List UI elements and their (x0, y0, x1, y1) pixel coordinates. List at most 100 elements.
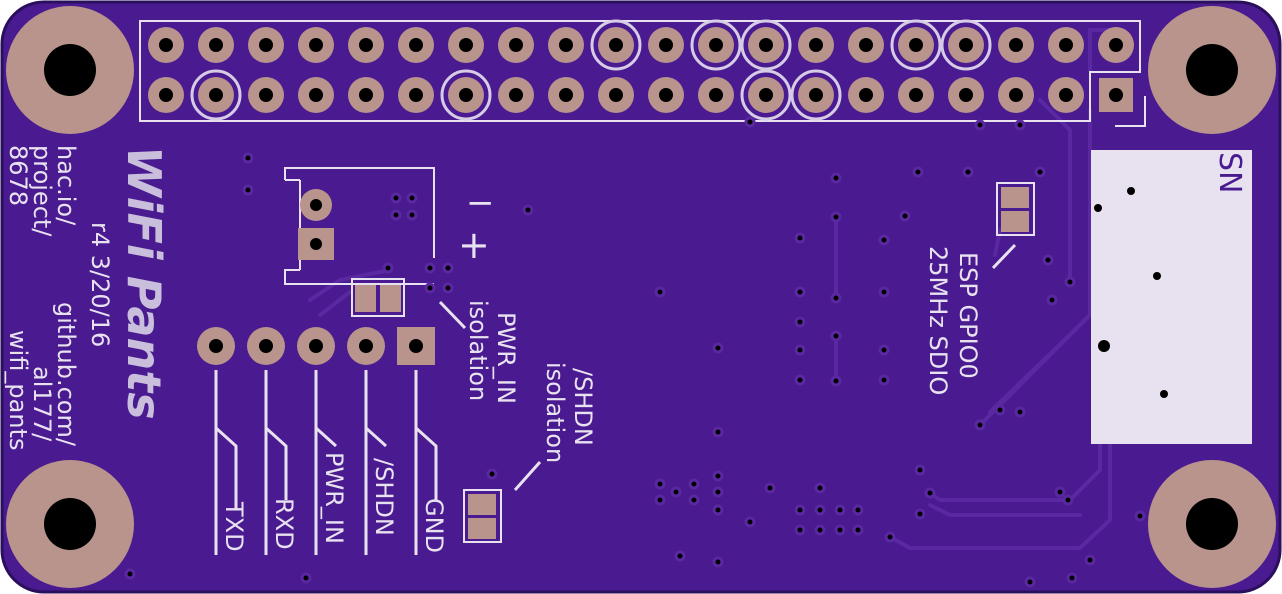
esp-line-1: ESP GPIO0 (954, 252, 982, 379)
serial-pins (197, 327, 435, 365)
via-icon (1054, 486, 1066, 498)
via-icon (878, 344, 890, 356)
pin-label-gnd: GND (420, 498, 448, 553)
mounting-hole-icon (6, 460, 134, 588)
pin1-marker (1115, 96, 1146, 127)
pin-label-txd: TXD (220, 501, 248, 552)
pin-label-shdn: /SHDN (370, 458, 398, 536)
via-field (124, 116, 1146, 588)
via-icon (852, 504, 864, 516)
via-icon (712, 556, 724, 568)
via-icon (834, 524, 846, 536)
via-icon (688, 494, 700, 506)
url-line-1: hac.io/ (52, 145, 80, 226)
via-icon (670, 486, 682, 498)
header-pin-icon (798, 27, 834, 63)
repo-line-3: wifi_pants (4, 330, 32, 450)
url-line-3: 8678 (4, 145, 32, 206)
shdn-iso-line-2: isolation (541, 362, 569, 463)
via-icon (974, 419, 986, 431)
header-pin-icon (648, 77, 684, 113)
via-icon (1066, 572, 1078, 584)
via-icon (830, 330, 842, 342)
via-icon (300, 572, 312, 584)
via-icon (794, 374, 806, 386)
esp-line-2: 25MHz SDIO (924, 246, 952, 395)
pin-label-rxd: RXD (270, 498, 298, 550)
power-connector-outline (284, 167, 435, 285)
pwr-iso-line-2: isolation (464, 300, 492, 401)
via-icon (242, 152, 254, 164)
polarity-minus: − (466, 183, 495, 223)
serial-leader-lines (214, 243, 1017, 555)
via-icon (814, 482, 826, 494)
header-pin-icon (648, 27, 684, 63)
via-icon (406, 209, 418, 221)
via-icon (442, 262, 454, 274)
pwr-isolation-label: PWR_IN isolation (464, 300, 520, 404)
via-icon (1042, 254, 1054, 266)
repo-line-1: github.com/ (52, 302, 80, 447)
via-icon (712, 426, 724, 438)
header-pin-icon (698, 77, 734, 113)
header-pin-icon (848, 27, 884, 63)
via-icon (424, 282, 436, 294)
repo-url: github.com/ al177/ wifi_pants (4, 302, 80, 450)
header-pin-icon (398, 27, 434, 63)
header-pin-icon (998, 27, 1034, 63)
via-icon (912, 166, 924, 178)
via-icon (654, 494, 666, 506)
smd-jumper-icon (351, 278, 405, 317)
via-icon (1064, 276, 1076, 288)
header-pin-icon (348, 77, 384, 113)
via-icon (794, 504, 806, 516)
header-pin-icon (348, 27, 384, 63)
via-icon (688, 478, 700, 490)
header-pin-icon (248, 27, 284, 63)
via-icon (794, 232, 806, 244)
via-icon (124, 568, 136, 580)
via-icon (830, 375, 842, 387)
via-icon (1034, 166, 1046, 178)
polarity-plus: + (458, 223, 490, 267)
header-pin-icon (548, 27, 584, 63)
via-icon (1014, 119, 1026, 131)
repo-line-2: al177/ (28, 366, 56, 442)
via-icon (764, 482, 776, 494)
header-outline (139, 20, 1141, 122)
header-pin-icon (1099, 78, 1133, 112)
via-icon (830, 211, 842, 223)
via-icon (914, 508, 926, 520)
via-icon (654, 286, 666, 298)
via-icon (744, 116, 756, 128)
header-pin-icon (1048, 27, 1084, 63)
via-icon (442, 282, 454, 294)
mounting-hole-icon (1148, 6, 1276, 134)
header-pin-icon (948, 27, 984, 63)
via-icon (814, 504, 826, 516)
header-pin-icon (198, 27, 234, 63)
via-icon (884, 531, 896, 543)
via-icon (814, 524, 826, 536)
via-icon (712, 470, 724, 482)
header-pin-icon (498, 27, 534, 63)
via-icon (424, 262, 436, 274)
header-pin-icon (298, 77, 334, 113)
via-icon (1024, 576, 1036, 588)
shdn-isolation-label: /SHDN isolation (541, 362, 597, 463)
revision-label: r4 3/20/16 (86, 222, 114, 347)
via-icon (794, 316, 806, 328)
header-pin-icon (598, 27, 634, 63)
header-pin-icon (548, 77, 584, 113)
header-pin-icon (148, 77, 184, 113)
via-icon (674, 550, 686, 562)
via-icon (390, 209, 402, 221)
sn-vias (1094, 187, 1168, 398)
url-line-2: project/ (28, 145, 56, 237)
via-icon (830, 172, 842, 184)
via-icon (654, 478, 666, 490)
header-pin-icon (898, 27, 934, 63)
via-icon (878, 234, 890, 246)
header-pin-icon (698, 27, 734, 63)
